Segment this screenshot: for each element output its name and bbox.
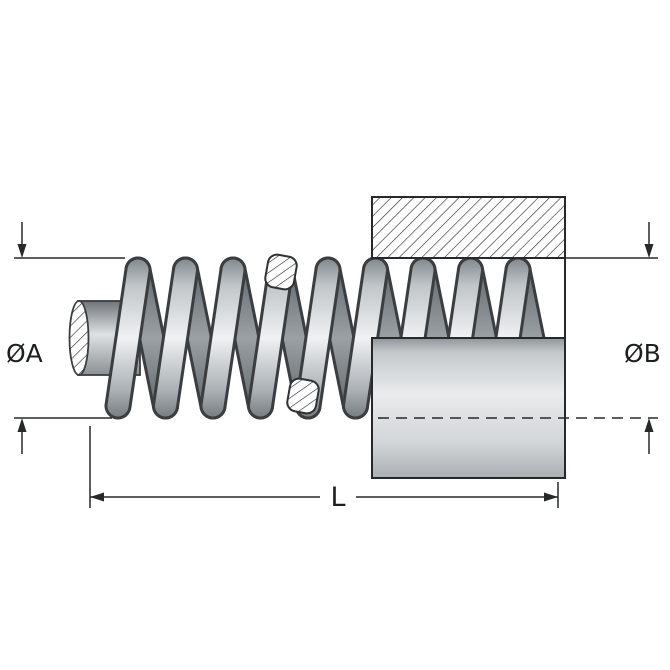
wire-section-top-hatch [265, 254, 297, 290]
guide-rod-cut-hatch [69, 301, 89, 375]
dim-a-arrow-up-icon [17, 418, 27, 432]
dim-b: ØB [560, 222, 661, 454]
dim-l-arrow-left-icon [90, 492, 104, 502]
label-dia-b: ØB [624, 339, 661, 368]
label-dia-a: ØA [6, 339, 43, 368]
housing-section-hatch [371, 196, 566, 259]
dim-l-arrow-right-icon [544, 492, 558, 502]
wire-section-bottom-hatch [287, 378, 319, 414]
housing-block [371, 196, 566, 479]
dim-b-arrow-down-icon [644, 244, 654, 258]
dim-b-arrow-up-icon [644, 418, 654, 432]
wire-section-bottom [286, 377, 320, 415]
housing-body [371, 337, 566, 479]
label-length: L [330, 482, 345, 513]
dim-a-arrow-down-icon [17, 244, 27, 258]
dim-a: ØA [6, 222, 125, 454]
dim-l: L [89, 426, 559, 513]
wire-section-top [264, 253, 298, 291]
